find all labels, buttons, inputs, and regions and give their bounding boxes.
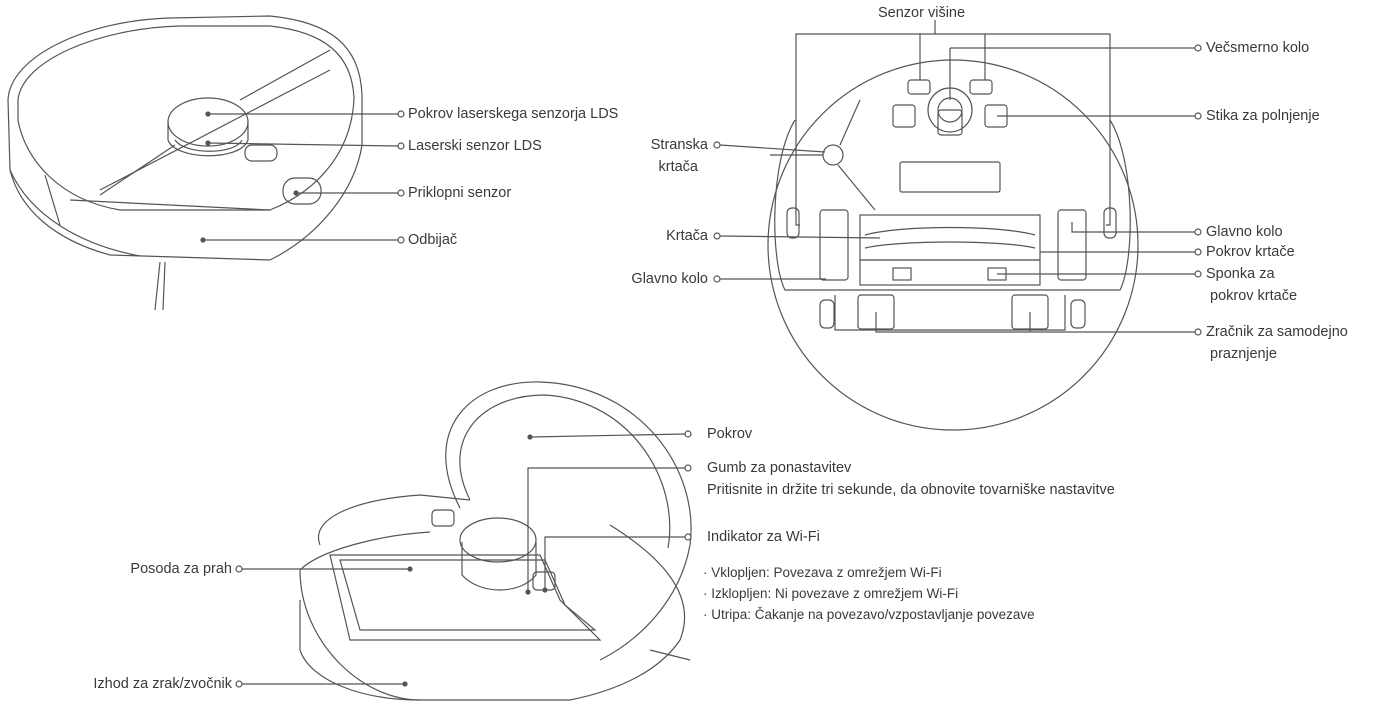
open-lid-robot-illustration [299, 381, 692, 701]
label-cliff-sensor: Senzor višine [878, 5, 966, 21]
label-dock-sensor: Priklopni senzor [408, 185, 512, 201]
label-wifi-state-on: · Vklopljen: Povezava z omrežjem Wi-Fi [703, 565, 942, 580]
label-charging-contacts: Stika za polnjenje [1206, 108, 1320, 124]
label-side-brush-line1: Stranska [650, 137, 708, 153]
label-auto-empty-vent-line1: Zračnik za samodejno [1206, 324, 1348, 340]
label-auto-empty-vent-line2: praznjenje [1210, 346, 1277, 362]
label-reset-button: Gumb za ponastavitev [707, 460, 852, 476]
label-dustbin: Posoda za prah [130, 561, 232, 577]
label-lds-sensor: Laserski senzor LDS [408, 138, 542, 154]
bottom-view-robot-illustration [767, 59, 1139, 431]
label-cover: Pokrov [707, 426, 753, 442]
label-side-brush-line2: krtača [658, 159, 699, 175]
label-wifi-indicator: Indikator za Wi-Fi [707, 529, 820, 545]
label-reset-note: Pritisnite in držite tri sekunde, da obn… [707, 482, 1115, 498]
label-air-outlet: Izhod za zrak/zvočnik [93, 676, 232, 692]
label-main-wheel-left: Glavno kolo [631, 271, 708, 287]
label-lds-cover: Pokrov laserskega senzorja LDS [408, 106, 619, 122]
label-wifi-state-off: · Izklopljen: Ni povezave z omrežjem Wi-… [703, 586, 959, 601]
label-brush-cover-clip-line1: Sponka za [1206, 266, 1275, 282]
label-bumper: Odbijač [408, 232, 458, 248]
label-brush-cover: Pokrov krtače [1206, 244, 1295, 260]
label-brush-cover-clip-line2: pokrov krtače [1210, 288, 1298, 304]
label-omni-wheel: Večsmerno kolo [1206, 40, 1310, 56]
label-main-brush: Krtača [666, 228, 708, 244]
label-main-wheel-right: Glavno kolo [1206, 224, 1283, 240]
label-wifi-state-blink: · Utripa: Čakanje na povezavo/vzpostavlj… [703, 607, 1035, 622]
top-view-robot-illustration [7, 15, 363, 311]
